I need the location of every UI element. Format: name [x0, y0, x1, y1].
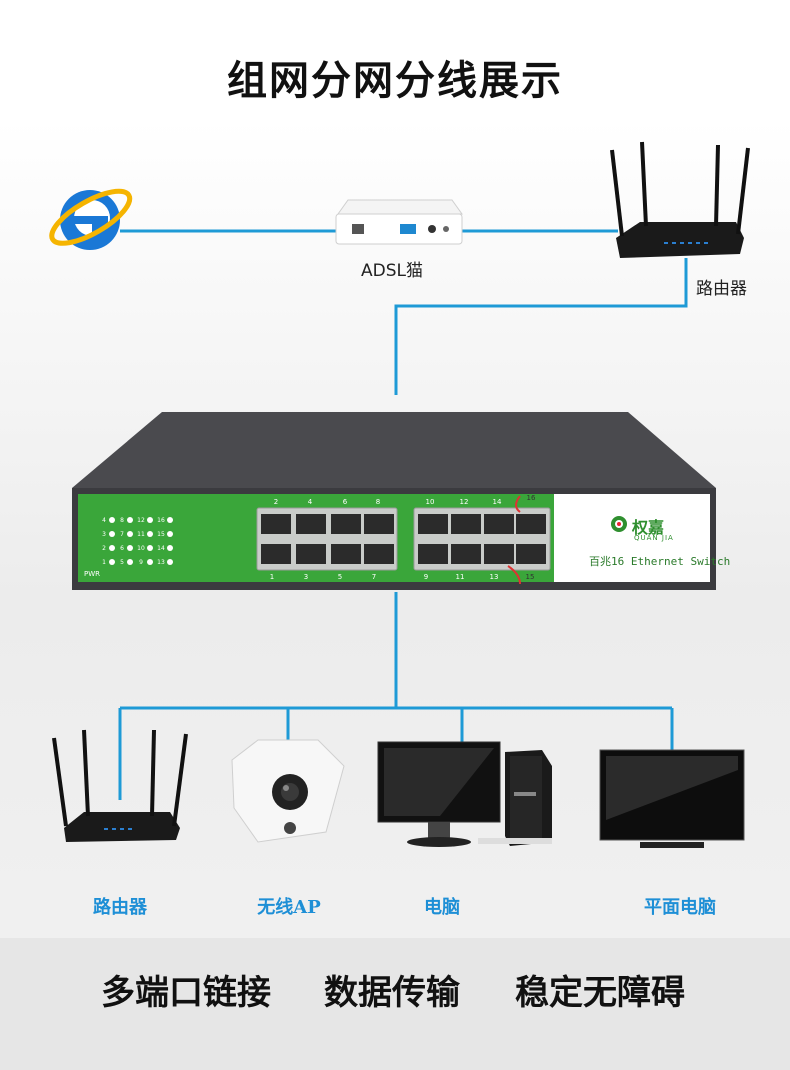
- slogan-stable: 稳定无障碍: [515, 973, 685, 1013]
- led-number-label: 8: [120, 517, 124, 524]
- bottom-router-icon: [52, 729, 188, 842]
- port-number-label: 7: [372, 573, 376, 581]
- led-number-label: 14: [157, 545, 165, 552]
- device-label-ap: 无线AP: [257, 897, 321, 918]
- top-router-label: 路由器: [696, 279, 747, 299]
- port-number-label: 11: [456, 573, 465, 581]
- led-number-label: 7: [120, 531, 124, 538]
- switch-brand-cn: 权嘉: [632, 518, 665, 537]
- flat-screen-icon: [599, 749, 745, 848]
- page-title: 组网分网分线展示: [227, 58, 563, 104]
- port-block-left: [256, 507, 398, 571]
- line-router-switch: [394, 258, 688, 395]
- device-label-router: 路由器: [93, 897, 147, 918]
- port-number-label: 9: [424, 573, 428, 581]
- device-label-pc: 电脑: [424, 897, 460, 918]
- port-number-label: 13: [490, 573, 499, 581]
- internet-explorer-icon: [49, 188, 133, 250]
- led-number-label: 6: [120, 545, 124, 552]
- port-number-label: 3: [304, 573, 308, 581]
- port-number-label: 16: [527, 494, 536, 502]
- port-number-label: 12: [460, 498, 469, 506]
- device-label-flat-screen: 平面电脑: [644, 897, 716, 918]
- port-number-label: 4: [308, 498, 313, 506]
- led-number-label: 1: [102, 559, 106, 566]
- switch-model-label: 百兆16 Ethernet Switch: [589, 555, 731, 568]
- led-number-label: 5: [120, 559, 124, 566]
- desktop-computer-icon: [377, 741, 552, 847]
- port-number-label: 14: [493, 498, 502, 506]
- led-number-label: 16: [157, 517, 165, 524]
- led-number-label: 13: [157, 559, 165, 566]
- top-router-icon: [610, 141, 750, 258]
- port-number-label: 6: [343, 498, 348, 506]
- connection-lines: [118, 229, 688, 800]
- adsl-modem-icon: [335, 199, 463, 245]
- port-number-label: 5: [338, 573, 342, 581]
- led-number-label: 11: [137, 531, 145, 538]
- port-number-label: 10: [426, 498, 435, 506]
- switch-brand-en: QUAN JIA: [634, 534, 674, 542]
- pwr-label: PWR: [84, 570, 100, 578]
- footer-band: [0, 938, 790, 1070]
- slogan-multi-port: 多端口链接: [101, 973, 271, 1013]
- led-number-label: 2: [102, 545, 106, 552]
- led-number-label: 4: [102, 517, 106, 524]
- modem-label: ADSL猫: [361, 261, 423, 281]
- led-number-label: 12: [137, 517, 145, 524]
- led-number-label: 10: [137, 545, 145, 552]
- led-number-label: 15: [157, 531, 165, 538]
- slogan-data-transfer: 数据传输: [324, 973, 460, 1013]
- status-leds: [109, 517, 173, 565]
- port-number-label: 8: [376, 498, 380, 506]
- fisheye-camera-icon: [231, 739, 345, 843]
- led-number-label: 3: [102, 531, 106, 538]
- port-number-label: 15: [526, 573, 535, 581]
- port-number-label: 2: [274, 498, 278, 506]
- led-number-label: 9: [139, 559, 143, 566]
- port-number-label: 1: [270, 573, 274, 581]
